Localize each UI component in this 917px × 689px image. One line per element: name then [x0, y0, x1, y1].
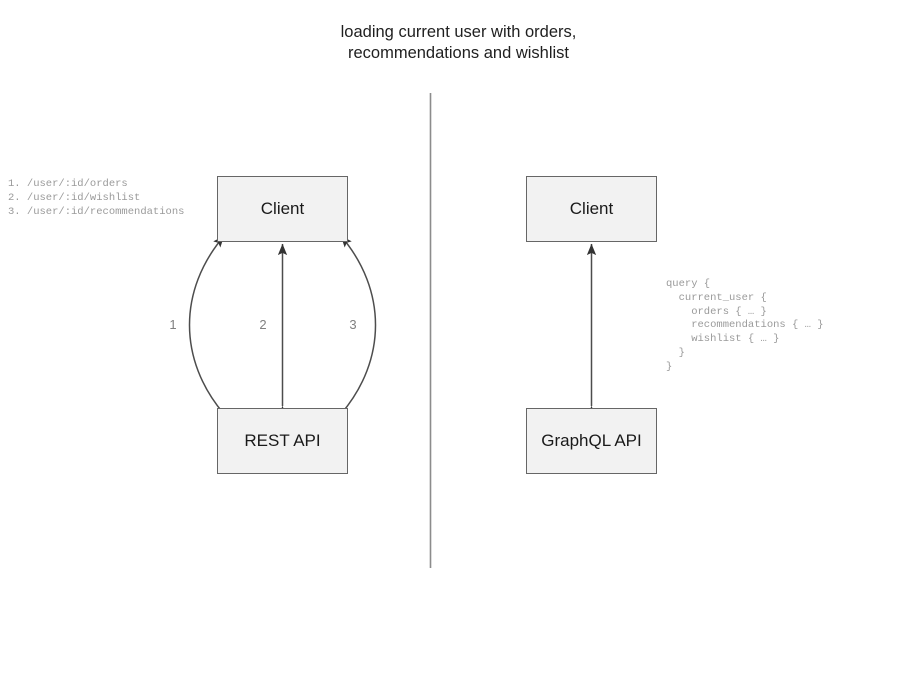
rest-edge-label-3: 3 — [349, 317, 357, 332]
rest-endpoints-list: 1. /user/:id/orders 2. /user/:id/wishlis… — [8, 178, 185, 218]
node-graphql-api[interactable]: GraphQL API — [526, 408, 657, 474]
node-graphql-client[interactable]: Client — [526, 176, 657, 242]
graphql-query-annotation: query { current_user { orders { … } reco… — [666, 278, 824, 373]
node-rest-client-label: Client — [260, 199, 305, 218]
node-graphql-client-label: Client — [569, 199, 614, 218]
node-rest-api-label: REST API — [244, 431, 321, 450]
rest-edge-label-2: 2 — [259, 317, 267, 332]
node-rest-api[interactable]: REST API — [217, 408, 348, 474]
node-graphql-api-label: GraphQL API — [541, 431, 642, 450]
rest-edge-1-curve — [188, 235, 235, 426]
rest-edge-label-1: 1 — [169, 317, 177, 332]
diagram-title: loading current user with orders, recomm… — [340, 23, 577, 62]
node-rest-client[interactable]: Client — [217, 176, 348, 242]
rest-edge-3-curve — [330, 235, 377, 426]
